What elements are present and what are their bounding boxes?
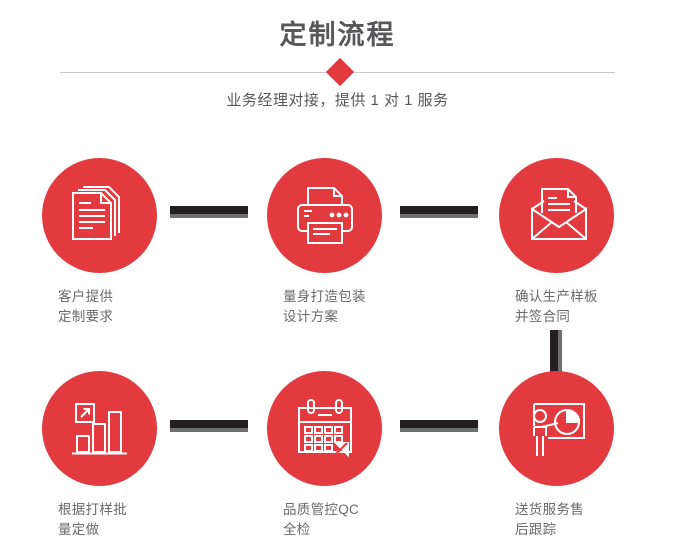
printer-icon xyxy=(292,183,358,249)
connector-step4-step5 xyxy=(170,420,248,432)
step-3-icon-circle[interactable] xyxy=(499,158,614,273)
connector-step2-step3 xyxy=(400,206,478,218)
step-6-label: 送货服务售 后跟踪 xyxy=(515,502,584,537)
step-1[interactable]: 客户提供 定制要求 xyxy=(34,158,214,327)
page-subtitle: 业务经理对接，提供 1 对 1 服务 xyxy=(226,92,449,109)
step-3-label: 确认生产样板 并签合同 xyxy=(515,289,598,324)
documents-stack-icon xyxy=(67,183,133,249)
diamond-accent-icon xyxy=(325,57,355,87)
step-3[interactable]: 确认生产样板 并签合同 xyxy=(491,158,671,327)
step-2[interactable]: 量身打造包装 设计方案 xyxy=(259,158,439,327)
step-4-icon-circle[interactable] xyxy=(42,371,157,486)
step-6-icon-circle[interactable] xyxy=(499,371,614,486)
page-title: 定制流程 xyxy=(279,20,396,50)
connector-step1-step2 xyxy=(170,206,248,218)
presentation-pie-chart-icon xyxy=(524,396,590,462)
step-6[interactable]: 送货服务售 后跟踪 xyxy=(491,371,671,540)
step-5-label: 品质管控QC 全检 xyxy=(283,502,360,537)
bar-chart-growth-icon xyxy=(67,396,133,462)
step-2-label: 量身打造包装 设计方案 xyxy=(283,289,366,324)
step-4[interactable]: 根据打样批 量定做 xyxy=(34,371,214,540)
step-5[interactable]: 品质管控QC 全检 xyxy=(259,371,439,540)
connector-step3-step6 xyxy=(550,330,562,372)
step-1-label: 客户提供 定制要求 xyxy=(58,289,114,324)
connector-step5-step6 xyxy=(400,420,478,432)
calendar-check-icon xyxy=(292,396,358,462)
calendar-check-icon-circle[interactable] xyxy=(267,371,382,486)
step-2-icon-circle[interactable] xyxy=(267,158,382,273)
envelope-document-icon xyxy=(524,183,590,249)
step-4-label: 根据打样批 量定做 xyxy=(58,502,127,537)
step-1-icon-circle[interactable] xyxy=(42,158,157,273)
